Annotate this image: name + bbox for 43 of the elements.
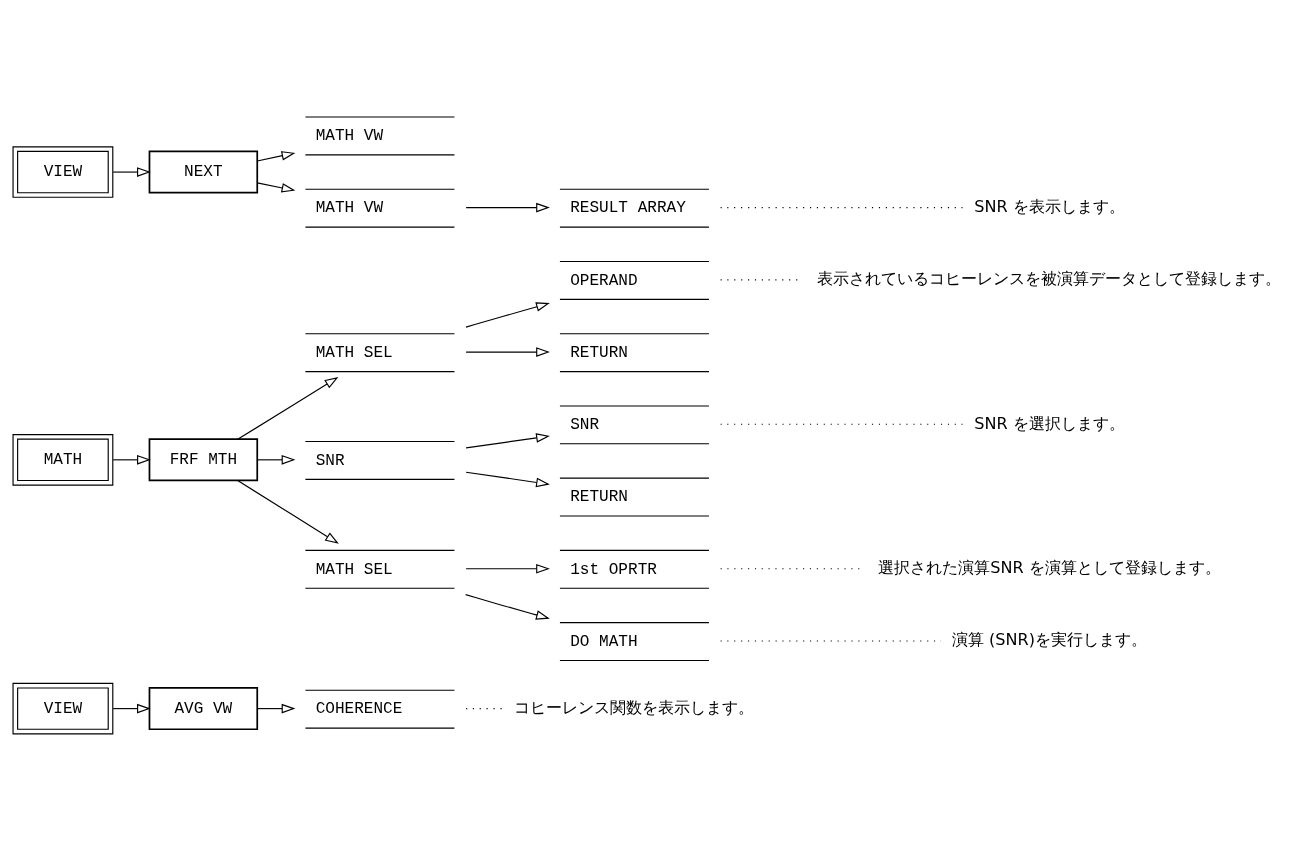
node-text: 1st OPRTR — [570, 560, 657, 579]
node-text: 選択された演算SNR を演算として登録します。 — [878, 557, 1221, 577]
arrow — [256, 150, 296, 162]
node-box: FRF MTH — [148, 437, 259, 481]
node-text: COHERENCE — [315, 699, 403, 718]
node-text: MATH SEL — [315, 343, 393, 362]
arrow — [465, 301, 550, 328]
arrow — [465, 593, 550, 620]
node-text: 演算 (SNR)を実行します。 — [951, 629, 1147, 649]
connector — [720, 206, 964, 208]
arrow — [465, 346, 550, 357]
arrow — [256, 454, 296, 465]
arrow — [465, 471, 550, 487]
node-box: MATH — [12, 433, 114, 486]
node-text: MATH VW — [315, 126, 384, 145]
node-box: VIEW — [12, 145, 114, 198]
arrow — [465, 202, 550, 212]
node-text: RESULT ARRAY — [570, 198, 686, 217]
node-text: SNR — [315, 451, 345, 470]
arrow — [112, 454, 151, 465]
node-text: OPERAND — [570, 271, 638, 290]
arrow — [112, 703, 151, 713]
arrow — [465, 563, 550, 574]
arrow — [112, 166, 151, 177]
node-text: MATH VW — [315, 198, 384, 217]
node-box: AVG VW — [148, 686, 259, 730]
node-text: RETURN — [570, 487, 629, 506]
node-box: VIEW — [12, 682, 114, 734]
node-text: SNR を表示します。 — [974, 196, 1125, 216]
connector — [720, 423, 964, 425]
node-text: RETURN — [570, 343, 629, 362]
arrow — [256, 181, 296, 193]
node-text: SNR を選択します。 — [974, 413, 1125, 433]
arrow — [237, 376, 339, 440]
arrow — [465, 432, 550, 448]
node-box: NEXT — [148, 150, 259, 194]
arrow — [256, 703, 296, 713]
node-text: MATH SEL — [315, 560, 393, 579]
node-text: DO MATH — [570, 632, 638, 651]
node-text: SNR — [570, 415, 600, 434]
node-text: コヒーレンス関数を表示します。 — [514, 697, 755, 717]
node-text: 表示されているコヒーレンスを被演算データとして登録します。 — [817, 268, 1282, 288]
arrow — [237, 479, 339, 544]
